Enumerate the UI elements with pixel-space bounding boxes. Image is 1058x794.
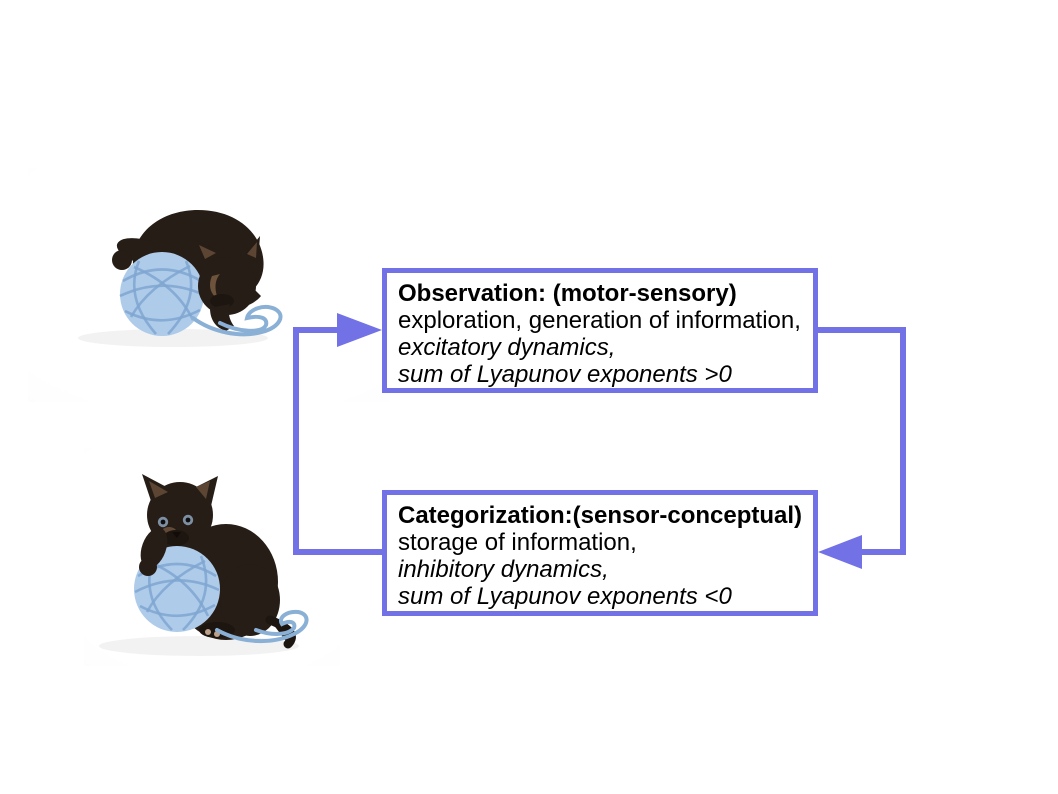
observation-line-2: excitatory dynamics, bbox=[398, 334, 616, 361]
observation-line-3: sum of Lyapunov exponents >0 bbox=[398, 361, 732, 388]
categorization-title: Categorization:(sensor-conceptual) bbox=[398, 502, 803, 529]
kitten-with-yarn-bottom-illustration bbox=[99, 474, 309, 656]
kitten-photo-top bbox=[28, 168, 390, 402]
observation-title: Observation: (motor-sensory) bbox=[398, 280, 737, 307]
kitten-with-yarn-top-illustration bbox=[78, 210, 283, 347]
categorization-box: Categorization:(sensor-conceptual) stora… bbox=[382, 490, 818, 616]
categorization-line-3: sum of Lyapunov exponents <0 bbox=[398, 583, 732, 610]
arrow-observation-to-categorization bbox=[818, 327, 906, 569]
kitten-photo-bottom bbox=[84, 448, 340, 666]
categorization-line-1: storage of information, bbox=[398, 529, 637, 556]
observation-line-1: exploration, generation of information, bbox=[398, 307, 801, 334]
observation-box: Observation: (motor-sensory) exploration… bbox=[382, 268, 818, 393]
arrowhead-into-categorization bbox=[818, 535, 862, 569]
categorization-line-2: inhibitory dynamics, bbox=[398, 556, 609, 583]
